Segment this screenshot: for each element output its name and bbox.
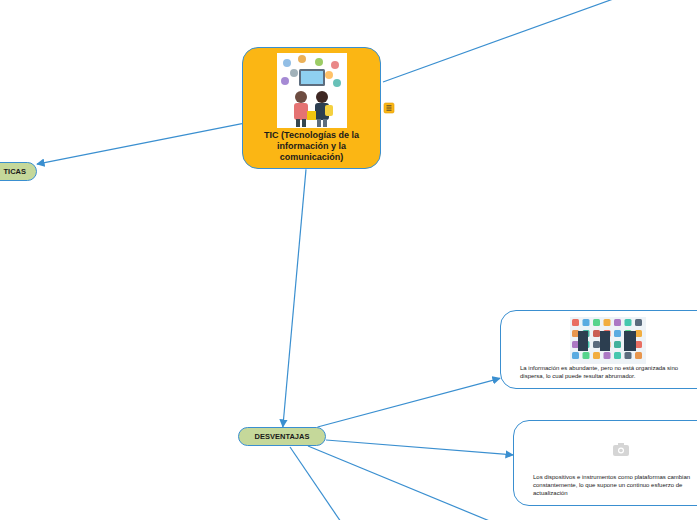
node-text: TICAS bbox=[0, 167, 26, 176]
image-placeholder bbox=[533, 427, 697, 473]
notes-icon bbox=[384, 103, 394, 113]
node-text: TIC (Tecnologías de la información y la … bbox=[251, 130, 372, 162]
branch-line bbox=[290, 447, 341, 520]
node-text: DESVENTAJAS bbox=[249, 432, 315, 441]
connector-arrow bbox=[326, 440, 513, 455]
branch-line bbox=[383, 0, 616, 82]
node-text: Los dispositivos e instrumentos como pla… bbox=[533, 473, 697, 497]
detail-card: Los dispositivos e instrumentos como pla… bbox=[513, 420, 697, 506]
illustration bbox=[277, 53, 347, 128]
central-topic: TIC (Tecnologías de la información y la … bbox=[242, 47, 381, 169]
node-text: La información es abundante, pero no est… bbox=[520, 364, 688, 380]
branch-pill: DESVENTAJAS bbox=[238, 427, 326, 446]
illustration bbox=[520, 317, 697, 364]
detail-card: La información es abundante, pero no est… bbox=[500, 310, 697, 389]
connector-arrow bbox=[318, 378, 500, 427]
branch-line bbox=[308, 446, 492, 520]
connector-arrow bbox=[283, 169, 306, 427]
branch-pill: TICAS bbox=[0, 162, 37, 181]
connector-arrow bbox=[37, 124, 242, 164]
